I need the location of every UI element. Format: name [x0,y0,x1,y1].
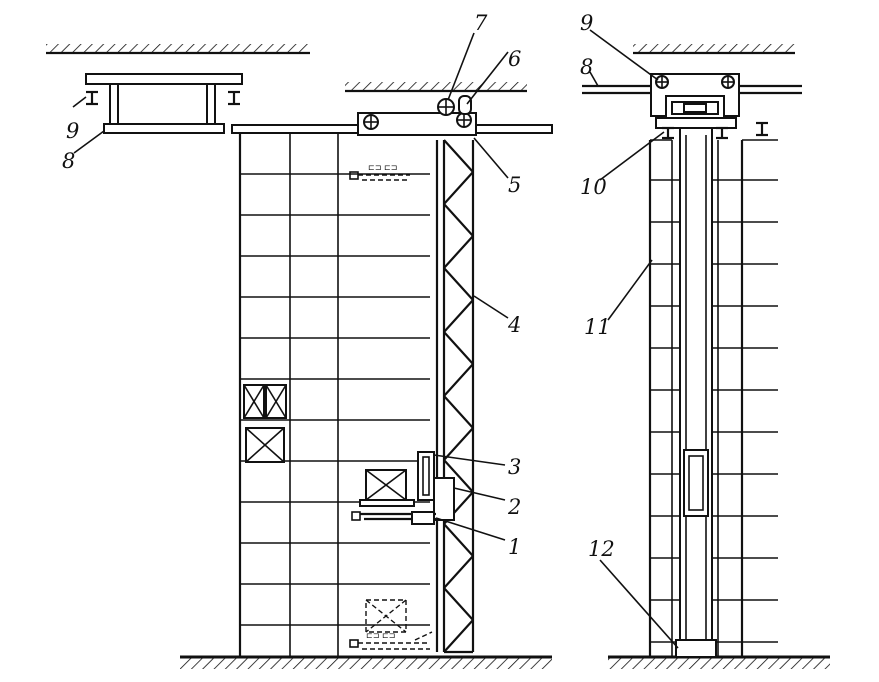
leader-lines [589,29,679,649]
cargo-box-dashed [365,599,407,633]
label-12: 12 [588,537,615,561]
fork-upper-dashed: ⊏⊐ ⊏⊐ [349,163,410,181]
label-8-right: 8 [580,55,593,79]
label-4: 4 [507,313,521,337]
cargo-box [243,384,287,419]
svg-text:⊏⊐ ⊏⊐: ⊏⊐ ⊏⊐ [368,163,397,172]
crane-carriage-end [650,73,740,129]
i-beam-icon [228,90,240,106]
floor-hatch-left [180,657,552,669]
fork-top [359,499,415,507]
guide-roller-icon [458,95,472,115]
lattice-brace [443,555,474,589]
ceiling-hatch-left [46,44,310,53]
i-beam-icon [756,121,768,137]
platform-guide [417,451,435,501]
lattice-brace [443,523,474,557]
floor-hatch-right [608,657,830,669]
label-10: 10 [580,175,607,199]
platform-carriage [433,477,455,521]
lattice-brace [443,427,474,461]
svg-text:⊏⊐ ⊏⊐: ⊏⊐ ⊏⊐ [366,631,395,640]
label-6: 6 [508,47,521,71]
lifting-platform [351,451,455,525]
lattice-brace [443,203,474,237]
label-11: 11 [584,315,611,339]
label-1: 1 [508,535,521,559]
lattice-brace [443,299,474,333]
lattice-brace [443,619,474,653]
lattice-brace [443,587,474,621]
lattice-brace [443,139,474,173]
i-beam-icon [86,90,98,106]
i-beam-icon [716,126,728,140]
label-8-left: 8 [62,149,75,173]
lattice-brace [443,235,474,269]
i-beam-icon [662,126,674,140]
lattice-brace [443,395,474,429]
side-rail-frame [85,73,243,134]
leader-lines [72,32,509,541]
label-9-left: 9 [66,119,79,143]
crane-mast-end [675,127,717,658]
lattice-brace [443,171,474,205]
storage-rack-end [648,139,778,657]
lattice-brace [443,459,474,493]
label-7: 7 [474,11,488,35]
lattice-brace [443,331,474,365]
left-view: ⊏⊐ ⊏⊐ ⊏⊐ ⊏⊐ [46,32,553,669]
label-5: 5 [508,173,521,197]
crane-mast [435,139,475,654]
lattice-brace [443,363,474,397]
label-3: 3 [508,455,521,479]
label-2: 2 [507,495,521,519]
right-view [582,29,830,669]
lattice-brace [443,267,474,301]
fork-lower-dashed: ⊏⊐ ⊏⊐ [349,631,433,650]
label-9-right: 9 [580,11,593,35]
cargo-box [245,427,285,463]
lifting-platform-end [683,449,709,517]
callout-labels: 9 8 7 6 5 4 3 2 1 9 8 10 11 12 [62,11,615,561]
crane-carriage [357,95,477,136]
ceiling-hatch-crane [345,82,527,91]
ceiling-hatch-right [633,44,795,53]
